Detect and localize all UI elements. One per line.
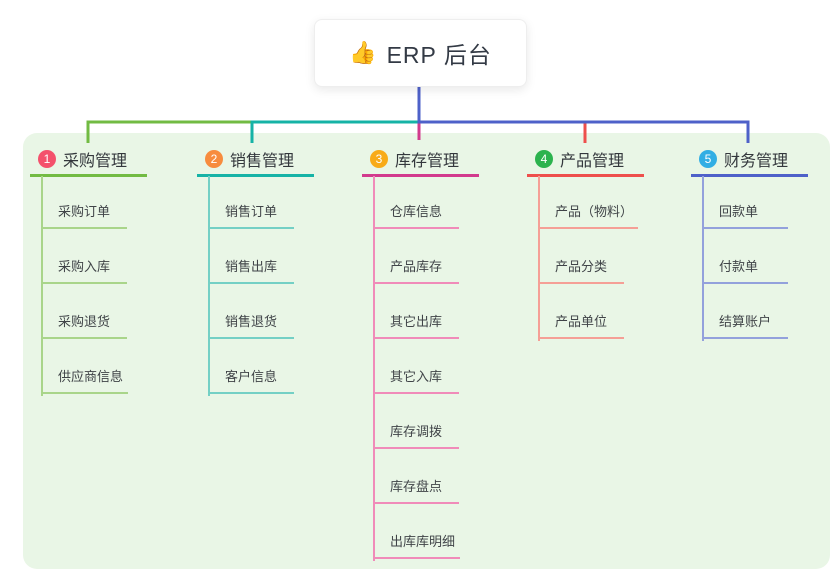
child-node[interactable]: 产品单位 (538, 312, 624, 339)
branch-connector (419, 120, 750, 143)
child-node-label: 付款单 (719, 259, 759, 274)
branch-underline (527, 174, 644, 177)
child-node-label: 仓库信息 (390, 204, 443, 219)
child-node-label: 采购入库 (58, 259, 111, 274)
child-node-label: 供应商信息 (58, 369, 124, 384)
branch-topic[interactable]: 2 销售管理 (197, 147, 294, 171)
child-node[interactable]: 销售出库 (208, 257, 294, 284)
child-node[interactable]: 库存调拨 (373, 422, 459, 449)
root-node-label: ERP 后台 (386, 42, 492, 68)
branch-number-badge: 2 (205, 150, 223, 168)
child-node-label: 采购订单 (58, 204, 111, 219)
child-node[interactable]: 产品（物料） (538, 202, 639, 229)
child-node-label: 产品库存 (390, 259, 443, 274)
branches-group-panel (23, 133, 830, 569)
branch-underline (30, 174, 147, 177)
child-node[interactable]: 付款单 (702, 257, 788, 284)
child-node[interactable]: 采购订单 (41, 202, 127, 229)
child-node-label: 库存调拨 (390, 424, 443, 439)
child-node[interactable]: 采购退货 (41, 312, 127, 339)
child-node[interactable]: 回款单 (702, 202, 788, 229)
child-connector-line (373, 176, 375, 561)
branch-title: 产品管理 (560, 153, 625, 170)
child-node[interactable]: 其它入库 (373, 367, 459, 394)
child-node[interactable]: 供应商信息 (41, 367, 129, 394)
child-node[interactable]: 仓库信息 (373, 202, 459, 229)
child-node-label: 采购退货 (58, 314, 111, 329)
branch-title: 销售管理 (230, 153, 295, 170)
branch-number-badge: 5 (699, 150, 717, 168)
child-node-label: 产品分类 (555, 259, 608, 274)
child-node[interactable]: 其它出库 (373, 312, 459, 339)
child-node-label: 其它入库 (390, 369, 443, 384)
child-node[interactable]: 产品库存 (373, 257, 459, 284)
child-node-label: 回款单 (719, 204, 759, 219)
branch-4: 4 产品管理产品（物料） 产品分类产品单位 (527, 0, 697, 588)
branch-5: 5 财务管理回款单付款单结算账户 (691, 0, 839, 588)
thumbs-up-icon: 👍 (349, 40, 377, 65)
child-node[interactable]: 采购入库 (41, 257, 127, 284)
branch-title: 财务管理 (724, 153, 789, 170)
branch-underline (362, 174, 479, 177)
child-node-label: 出库库明细 (390, 534, 456, 549)
child-node-label: 库存盘点 (390, 479, 443, 494)
child-node[interactable]: 出库库明细 (373, 532, 461, 559)
child-node-label: 结算账户 (719, 314, 772, 329)
child-connector-line (208, 176, 210, 396)
branch-2: 2 销售管理销售订单销售出库销售退货客户信息 (197, 0, 367, 588)
branch-topic[interactable]: 1 采购管理 (30, 147, 127, 171)
root-node[interactable]: 👍 ERP 后台 (314, 19, 527, 87)
child-node[interactable]: 结算账户 (702, 312, 788, 339)
child-node[interactable]: 销售退货 (208, 312, 294, 339)
branch-underline (691, 174, 808, 177)
child-node-label: 产品单位 (555, 314, 608, 329)
branch-number-badge: 3 (370, 150, 388, 168)
child-connector-line (41, 176, 43, 396)
child-node[interactable]: 产品分类 (538, 257, 624, 284)
child-node[interactable]: 销售订单 (208, 202, 294, 229)
branch-1: 1 采购管理采购订单采购入库采购退货供应商信息 (30, 0, 200, 588)
child-node-label: 其它出库 (390, 314, 443, 329)
branch-3: 3 库存管理仓库信息产品库存其它出库其它入库库存调拨库存盘点出库库明细 (362, 0, 532, 588)
branch-number-badge: 1 (38, 150, 56, 168)
child-node[interactable]: 客户信息 (208, 367, 294, 394)
branch-title: 库存管理 (395, 153, 460, 170)
branch-title: 采购管理 (63, 153, 128, 170)
child-node-label: 产品（物料） (555, 204, 634, 219)
child-connector-line (538, 176, 540, 341)
child-node[interactable]: 库存盘点 (373, 477, 459, 504)
child-node-label: 客户信息 (225, 369, 278, 384)
child-node-label: 销售订单 (225, 204, 278, 219)
branch-topic[interactable]: 5 财务管理 (691, 147, 788, 171)
branch-topic[interactable]: 3 库存管理 (362, 147, 459, 171)
branch-number-badge: 4 (535, 150, 553, 168)
child-connector-line (702, 176, 704, 341)
branch-connector (250, 120, 419, 143)
branch-underline (197, 174, 314, 177)
child-node-label: 销售退货 (225, 314, 278, 329)
branch-topic[interactable]: 4 产品管理 (527, 147, 624, 171)
child-node-label: 销售出库 (225, 259, 278, 274)
